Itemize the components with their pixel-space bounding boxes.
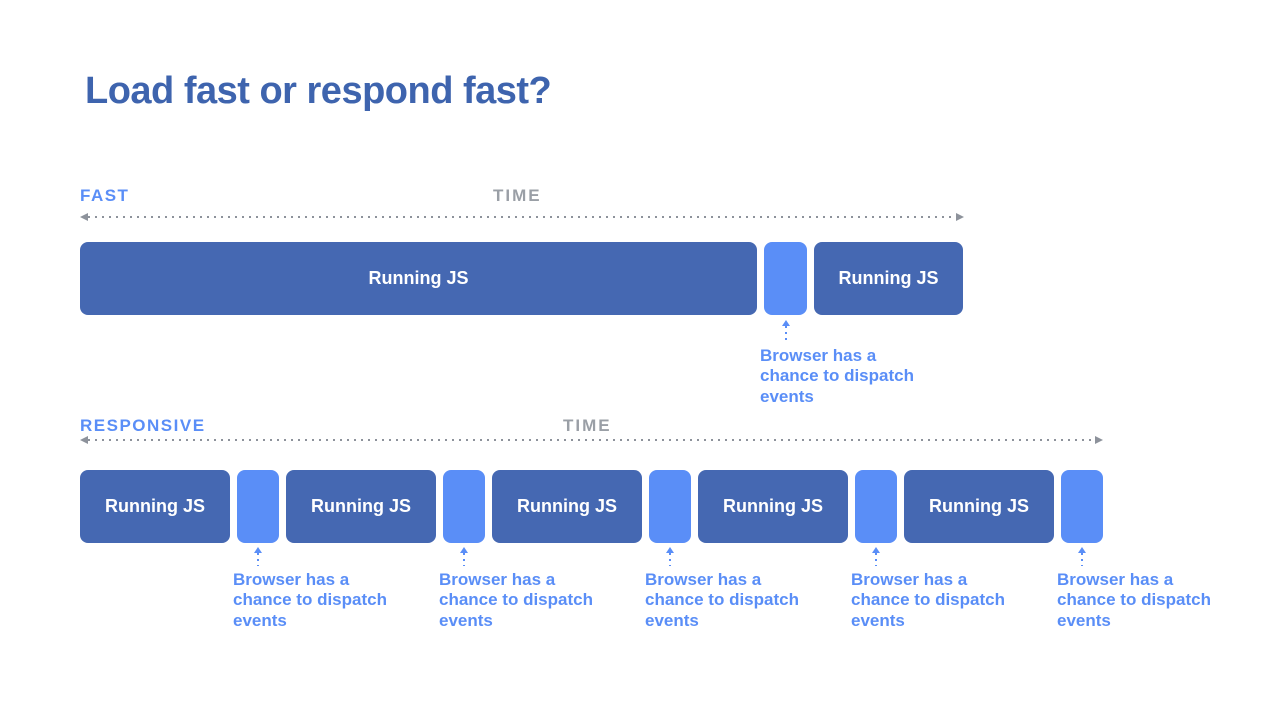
arrow-dotted-line [875,553,877,566]
idle-gap-block [237,470,279,543]
arrow-head-icon [872,547,880,553]
fast-time-axis [80,212,964,222]
dotted-up-arrow-icon [781,320,791,342]
responsive-time-axis-label: TIME [563,416,612,435]
running-js-block: Running JS [80,242,757,315]
arrow-head-icon [1078,547,1086,553]
browser-dispatch-annotation: Browser has a chance to dispatch events [645,570,799,630]
idle-gap-block [855,470,897,543]
arrow-head-icon [781,320,790,326]
running-js-block: Running JS [698,470,848,543]
arrow-dotted-line [463,553,465,566]
idle-gap-block [1061,470,1103,543]
browser-dispatch-annotation: Browser has a chance to dispatch events [439,570,593,630]
arrow-dotted-line [669,553,671,566]
responsive-timeline-label: RESPONSIVE [80,416,206,435]
dotted-up-arrow-icon [253,547,263,566]
responsive-time-axis [80,435,1103,445]
browser-dispatch-annotation: Browser has a chance to dispatch events [1057,570,1211,630]
arrow-dotted-line [257,553,259,566]
dotted-up-arrow-icon [1077,547,1087,566]
browser-dispatch-annotation: Browser has a chance to dispatch events [233,570,387,630]
arrow-head-icon [666,547,674,553]
axis-arrow-right-icon [956,213,964,221]
running-js-block: Running JS [492,470,642,543]
axis-dotted-line [88,216,956,218]
running-js-block: Running JS [814,242,963,315]
dotted-up-arrow-icon [665,547,675,566]
running-js-block: Running JS [904,470,1054,543]
browser-dispatch-annotation: Browser has a chance to dispatch events [851,570,1005,630]
idle-gap-block [764,242,807,315]
page-title: Load fast or respond fast? [85,70,552,112]
idle-gap-block [443,470,485,543]
running-js-block: Running JS [80,470,230,543]
dotted-up-arrow-icon [459,547,469,566]
axis-arrow-left-icon [80,436,88,444]
axis-arrow-left-icon [80,213,88,221]
running-js-block: Running JS [286,470,436,543]
fast-time-axis-label: TIME [493,186,542,205]
fast-timeline-label: FAST [80,186,130,205]
idle-gap-block [649,470,691,543]
dotted-up-arrow-icon [871,547,881,566]
arrow-head-icon [254,547,262,553]
arrow-head-icon [460,547,468,553]
arrow-dotted-line [1081,553,1083,566]
arrow-dotted-line [784,326,787,342]
browser-dispatch-annotation: Browser has a chance to dispatch events [760,346,914,406]
axis-arrow-right-icon [1095,436,1103,444]
axis-dotted-line [88,439,1095,441]
